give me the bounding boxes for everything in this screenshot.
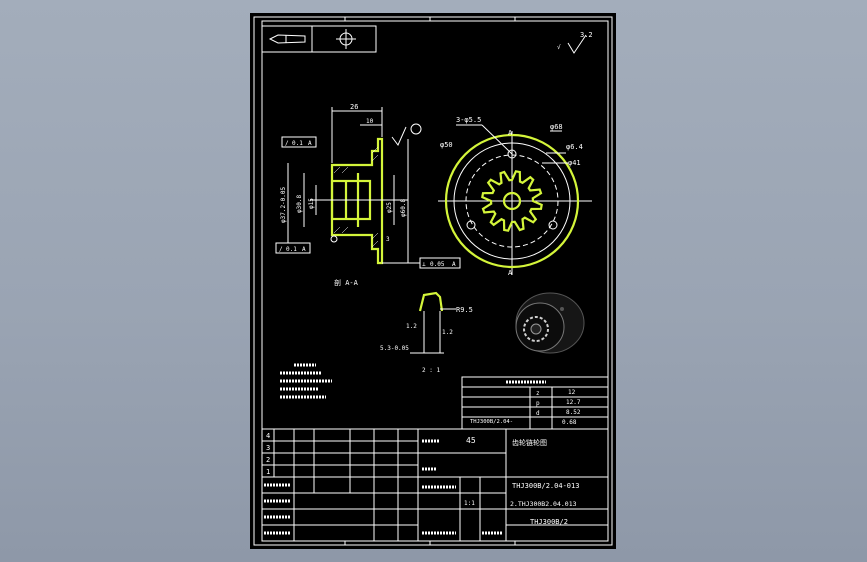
- dim-372: φ37.2-0.05: [280, 186, 287, 223]
- outer-rim: [444, 133, 580, 269]
- drawing-number: THJ300B/2.04-013: [512, 482, 579, 490]
- roughness-value: 3.2: [580, 31, 593, 39]
- parent-number: 2.THJ300B2.04.013: [510, 500, 577, 508]
- cad-drawing: 3.2 √ 26 10 φ37.2-0.05 φ30.8 φ15 φ25: [253, 16, 613, 546]
- dim-15: φ15: [308, 198, 315, 209]
- detail-scale: 2 : 1: [422, 367, 440, 374]
- scale: 1:1: [464, 500, 475, 507]
- svg-text:/: /: [279, 246, 283, 253]
- svg-text:0.1: 0.1: [286, 246, 297, 253]
- svg-text:A: A: [452, 261, 456, 268]
- svg-text:/: /: [285, 140, 289, 147]
- section-label: 剖 A-A: [334, 278, 359, 287]
- tooth-profile: [418, 291, 444, 312]
- svg-text:0.05: 0.05: [430, 261, 445, 268]
- svg-text:A: A: [508, 269, 513, 277]
- svg-text:8.52: 8.52: [566, 409, 581, 416]
- tolerance-frame-3: [419, 257, 461, 269]
- section-view: 26 10 φ37.2-0.05 φ30.8 φ15 φ25 φ60.8 3 /…: [275, 103, 461, 287]
- taper-symbol-box: [261, 25, 377, 53]
- title-block: 4 3 2 1 45 齿轮链轮图 THJ300B/2.04-013 2.THJ3…: [261, 428, 609, 542]
- tooth-detail-view: R9.5 1.2 1.2 5.3-0.05 2 : 1: [380, 291, 473, 374]
- dim-41: φ41: [568, 159, 581, 167]
- dim-26: 26: [350, 103, 358, 111]
- drawing-sheet: 3.2 √ 26 10 φ37.2-0.05 φ30.8 φ15 φ25: [250, 13, 616, 549]
- tolerance-frame-1: [281, 136, 317, 148]
- svg-text:A: A: [508, 129, 513, 137]
- bore: [502, 191, 522, 211]
- parameter-table: z 12 p 12.7 d 8.52 0.68 THJ300B/2.04-: [461, 376, 609, 430]
- dim-holes: 3-φ5.5: [456, 116, 481, 124]
- svg-text:1: 1: [266, 468, 270, 476]
- zone-ticks: [344, 17, 516, 545]
- sprocket-teeth: [481, 170, 543, 232]
- dim-308: φ30.8: [296, 195, 303, 213]
- dim-r95: R9.5: [456, 306, 473, 314]
- svg-text:4: 4: [266, 432, 270, 440]
- material: 45: [466, 436, 476, 445]
- svg-text:z: z: [536, 390, 540, 397]
- part-title: 齿轮链轮图: [512, 438, 547, 447]
- svg-text:p: p: [536, 400, 540, 407]
- dim-53: 5.3-0.05: [380, 345, 409, 352]
- svg-text:3: 3: [266, 444, 270, 452]
- svg-text:2: 2: [266, 456, 270, 464]
- svg-text:12: 12: [568, 389, 576, 396]
- svg-text:12.7: 12.7: [566, 399, 581, 406]
- svg-text:A: A: [308, 140, 312, 147]
- dim-25: φ25: [386, 202, 393, 213]
- iso-view: [515, 292, 585, 354]
- dim-12a: 1.2: [406, 323, 417, 330]
- dim-64: φ6.4: [566, 143, 583, 151]
- dim-10: 10: [366, 118, 374, 125]
- svg-text:⊥: ⊥: [422, 261, 426, 268]
- svg-text:√: √: [557, 44, 561, 51]
- dim-3: 3: [386, 236, 390, 243]
- roughness-symbol: 3.2 √: [557, 31, 593, 54]
- svg-text:d: d: [536, 410, 540, 417]
- product-code: THJ300B/2: [530, 518, 568, 526]
- tolerance-frame-2: [275, 242, 311, 254]
- sprocket-front-view: A A 3-φ5.5 φ50 φ68 φ6.4 φ41: [438, 116, 592, 277]
- dim-68: φ68: [550, 123, 563, 131]
- svg-text:0.1: 0.1: [292, 140, 303, 147]
- technical-notes: [280, 363, 332, 399]
- dim-12b: 1.2: [442, 329, 453, 336]
- dim-50: φ50: [440, 141, 453, 149]
- svg-text:A: A: [302, 246, 306, 253]
- svg-text:THJ300B/2.04-: THJ300B/2.04-: [470, 419, 513, 425]
- outer-frame: [253, 16, 613, 546]
- svg-text:0.68: 0.68: [562, 419, 577, 426]
- dim-608: φ60.8: [400, 199, 407, 217]
